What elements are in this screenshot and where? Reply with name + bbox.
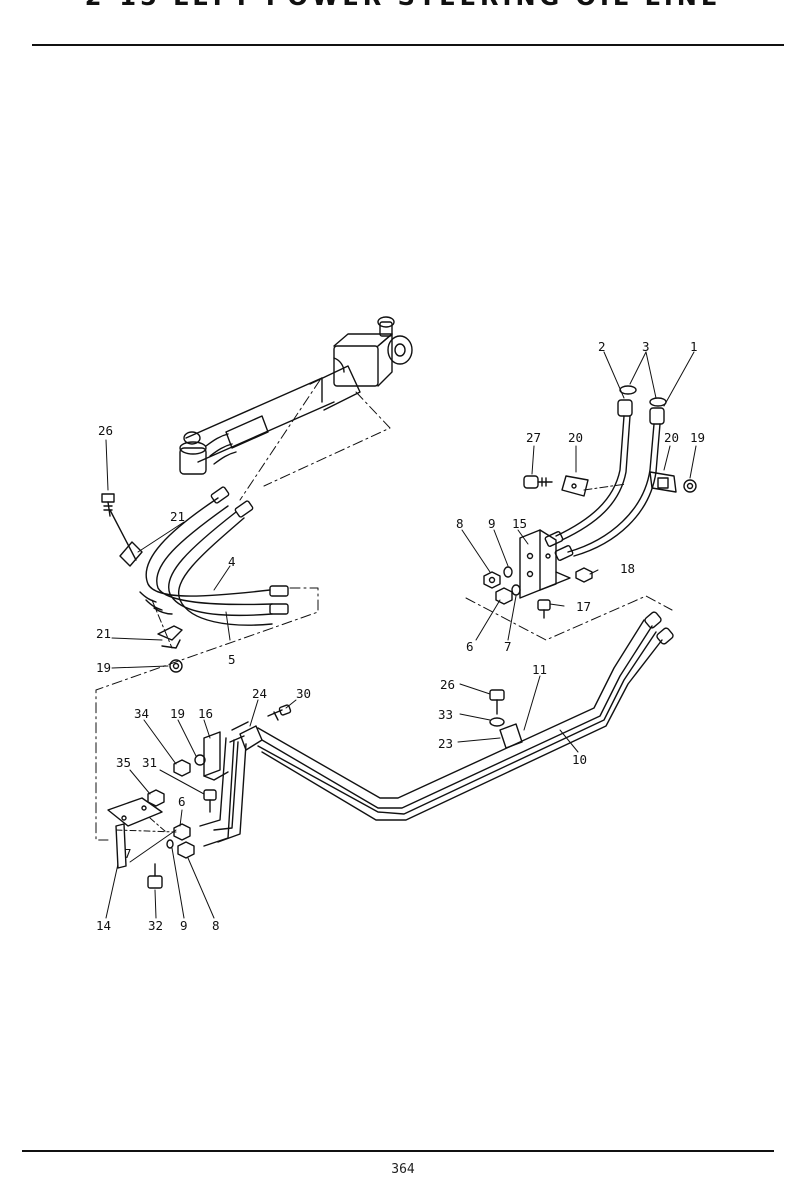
bolt-26-right [489,689,505,715]
page-title: 2-15 LEFT POWER STEERING OIL LINE [0,0,806,11]
callout-16: 16 [198,706,213,721]
clamp-21-upper [109,509,143,567]
callout-19: 19 [690,430,705,445]
bolt-30 [267,704,292,721]
callout-21: 21 [96,626,111,641]
callout-11: 11 [532,662,547,677]
callout-23: 23 [438,736,453,751]
callout-5: 5 [228,652,236,667]
nut-19-lower [194,754,206,766]
callout-18: 18 [620,561,635,576]
callouts: 1 2 3 4 5 6 6 7 7 8 8 9 9 10 11 14 15 16… [96,339,705,933]
clamp-24 [229,721,263,751]
washer-7-right [511,584,521,596]
callout-9: 9 [180,918,188,933]
callout-26: 26 [440,677,455,692]
callout-15: 15 [512,516,527,531]
nut-8-right [483,571,501,589]
bolt-26-upper [101,493,115,517]
callout-7: 7 [504,639,512,654]
bolt-31 [203,789,217,813]
top-divider [32,44,784,46]
callout-2: 2 [598,339,606,354]
nut-34 [173,759,191,777]
callout-6: 6 [178,794,186,809]
callout-8: 8 [212,918,220,933]
callout-27: 27 [526,430,541,445]
callout-35: 35 [116,755,131,770]
page-number: 364 [391,1162,415,1177]
clamp-20-left [561,475,589,497]
callout-19: 19 [96,660,111,675]
bracket-14 [107,797,163,869]
bolt-27 [523,475,553,489]
nut-19-left [169,659,183,673]
long-pipes-10-11 [257,611,674,821]
pipes-1-2 [544,385,667,561]
callout-31: 31 [142,755,157,770]
lower-pipes [199,737,247,847]
clamp-21-lower [151,599,183,649]
callout-26: 26 [98,423,113,438]
callout-14: 14 [96,918,111,933]
nut-6-lower [173,823,191,841]
callout-8: 8 [456,516,464,531]
callout-6: 6 [466,639,474,654]
callout-32: 32 [148,918,163,933]
callout-10: 10 [572,752,587,767]
washer-33 [489,717,505,727]
callout-7: 7 [124,846,132,861]
bolt-32 [147,863,163,889]
callout-33: 33 [438,707,453,722]
callout-21: 21 [170,509,185,524]
callout-20: 20 [664,430,679,445]
callout-19: 19 [170,706,185,721]
callout-24: 24 [252,686,267,701]
callout-3: 3 [642,339,650,354]
callout-20: 20 [568,430,583,445]
callout-17: 17 [576,599,591,614]
nut-6-right [495,587,513,605]
hose-4-5 [139,486,289,626]
nut-19-right [683,479,697,493]
callout-9: 9 [488,516,496,531]
bracket-15 [519,529,571,599]
washer-9-right [503,566,513,578]
washer-9-lower [166,839,174,849]
callout-4: 4 [228,554,236,569]
leader-lines [105,351,697,919]
callout-34: 34 [134,706,149,721]
bottom-divider [22,1150,774,1152]
clamp-20-right [649,471,677,493]
steering-cylinder [179,316,413,475]
nut-8-lower [177,841,195,859]
nut-18 [575,567,593,583]
bolt-17 [537,599,551,619]
callout-30: 30 [296,686,311,701]
callout-1: 1 [690,339,698,354]
